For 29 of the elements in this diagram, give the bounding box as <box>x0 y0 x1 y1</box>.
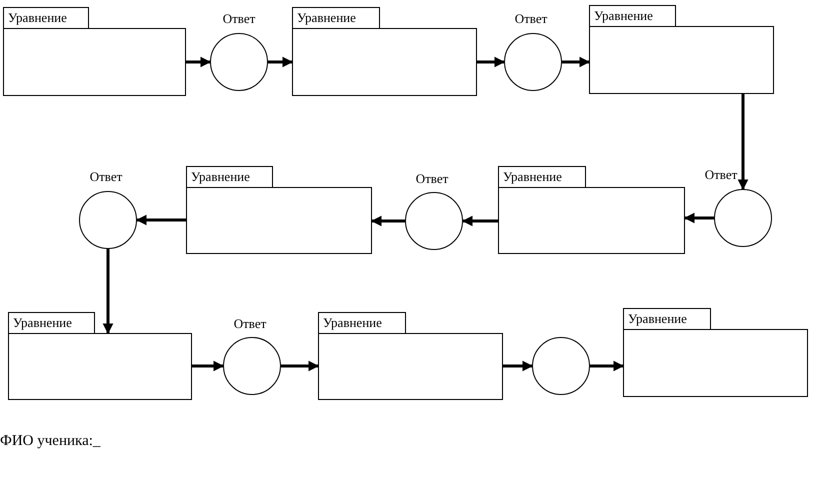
equation-tab-label: Уравнение <box>318 312 406 334</box>
arrow <box>281 360 320 372</box>
answer-label: Ответ <box>222 11 256 27</box>
equation-tab-label: Уравнение <box>292 7 380 29</box>
arrow <box>738 94 748 190</box>
answer-label: Ответ <box>514 11 548 27</box>
equation-tab-label: Уравнение <box>623 308 711 330</box>
student-name-line: ФИО ученика:_ <box>0 433 100 450</box>
answer-label: Ответ <box>90 169 122 185</box>
arrow <box>192 360 224 372</box>
answer-label: Ответ <box>704 167 738 183</box>
arrow <box>684 212 714 224</box>
arrow <box>370 216 405 226</box>
equation-tab-label: Уравнение <box>186 166 273 188</box>
answer-label: Ответ <box>416 171 448 187</box>
equation-tab-label: Уравнение <box>498 166 586 188</box>
arrow <box>503 360 534 372</box>
arrow <box>462 216 498 226</box>
arrow <box>590 360 624 372</box>
equation-tab-label: Уравнение <box>589 5 676 27</box>
answer-label: Ответ <box>234 316 266 332</box>
arrow <box>268 56 294 68</box>
arrow <box>136 214 186 226</box>
equation-tab-label: Уравнение <box>3 7 89 29</box>
arrow <box>102 249 114 334</box>
arrow <box>477 56 506 68</box>
arrow <box>562 56 590 68</box>
equation-tab-label: Уравнение <box>8 312 95 334</box>
arrow <box>186 56 212 68</box>
